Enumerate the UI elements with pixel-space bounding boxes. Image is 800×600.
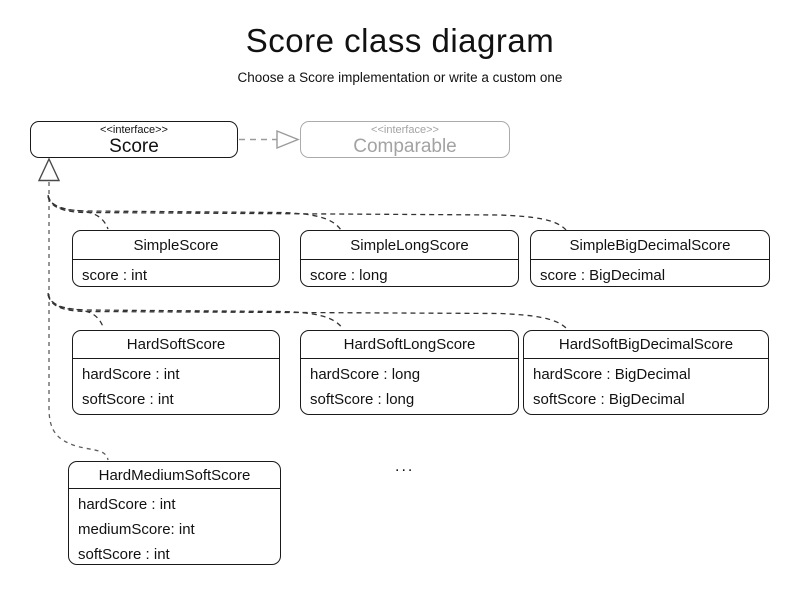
class-name: SimpleScore: [73, 231, 279, 260]
class-simplescore: SimpleScore score : int: [72, 230, 280, 287]
class-attribute: score : BigDecimal: [540, 267, 666, 284]
ellipsis-more-implementations: ...: [395, 458, 415, 475]
class-attribute: hardScore : int: [82, 366, 180, 383]
interface-name: Comparable: [353, 136, 457, 157]
interface-score: <<interface>> Score: [30, 121, 238, 158]
stereotype-label: <<interface>>: [371, 124, 439, 136]
page-subtitle: Choose a Score implementation or write a…: [237, 70, 563, 85]
class-attribute: hardScore : int: [78, 496, 176, 513]
class-hardsoftscore: HardSoftScore hardScore : int softScore …: [72, 330, 280, 415]
inheritance-line-simplelongscore: [47, 195, 342, 231]
class-attribute: softScore : long: [310, 391, 415, 408]
stereotype-label: <<interface>>: [100, 124, 168, 136]
class-simplebigdecimalscore: SimpleBigDecimalScore score : BigDecimal: [530, 230, 770, 287]
interface-comparable: <<interface>> Comparable: [300, 121, 510, 158]
inheritance-line-hardsoftlongscore: [47, 293, 344, 330]
class-name: HardSoftScore: [73, 331, 279, 359]
class-attribute: hardScore : BigDecimal: [533, 366, 691, 383]
class-name: HardSoftLongScore: [301, 331, 518, 359]
class-simplelongscore: SimpleLongScore score : long: [300, 230, 519, 287]
inheritance-line-hardmediumsoftscore: [48, 182, 109, 461]
class-attribute: softScore : int: [82, 391, 174, 408]
inheritance-line-simplebigdecimalscore: [47, 196, 567, 231]
class-attribute: hardScore : long: [310, 366, 421, 383]
inheritance-line-hardsoftbigdecimalscore: [47, 294, 568, 330]
class-attribute: score : long: [310, 267, 388, 284]
interface-name: Score: [109, 136, 159, 157]
class-attribute: mediumScore: int: [78, 521, 195, 538]
class-name: HardMediumSoftScore: [69, 462, 280, 489]
class-hardmediumsoftscore: HardMediumSoftScore hardScore : int medi…: [68, 461, 281, 565]
class-attribute: softScore : BigDecimal: [533, 391, 685, 408]
generalization-arrowhead-icon: [37, 157, 61, 182]
page-title: Score class diagram: [245, 22, 555, 59]
class-hardsoftbigdecimalscore: HardSoftBigDecimalScore hardScore : BigD…: [523, 330, 769, 415]
realization-arrowhead-icon: [276, 129, 300, 150]
class-name: SimpleLongScore: [301, 231, 518, 260]
class-name: SimpleBigDecimalScore: [531, 231, 769, 260]
class-attribute: softScore : int: [78, 546, 170, 563]
class-attribute: score : int: [82, 267, 148, 284]
class-hardsoftlongscore: HardSoftLongScore hardScore : long softS…: [300, 330, 519, 415]
class-name: HardSoftBigDecimalScore: [524, 331, 768, 359]
